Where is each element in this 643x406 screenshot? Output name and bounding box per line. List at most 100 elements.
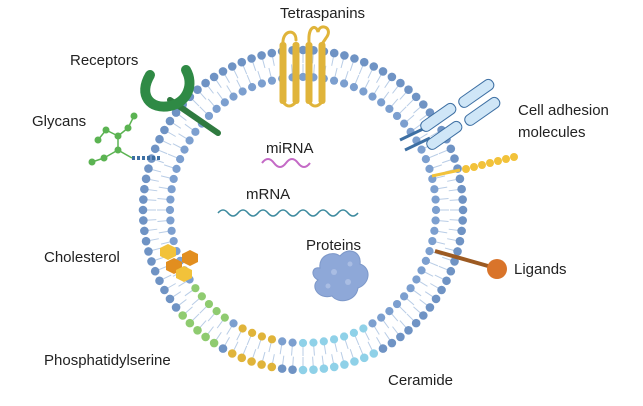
lipid-tail [312,356,314,367]
lipid-head-outer [418,100,428,109]
lipid-tail [236,79,242,90]
lipid-tail [184,123,194,131]
lipid-tail [191,98,200,107]
lipid-tail [216,319,224,329]
lipid-tail [376,337,382,347]
lipid-tail [282,355,285,366]
tetraspanin-helix [279,42,287,104]
lipid-head-outer [431,294,441,304]
lipid-head-outer [237,353,247,363]
lipid-head-outer [329,362,339,372]
lipid-head-inner [229,92,238,101]
lipid-head-outer [309,365,318,374]
lipid-tail [418,280,428,287]
tetraspanins-protein [279,25,330,108]
lipid-tail [199,106,208,115]
lipid-tail [406,297,415,306]
lipid-head-outer [418,311,428,320]
glycans-chain [88,112,160,166]
lipid-head-outer [458,205,468,215]
lipid-head-outer [340,360,349,369]
lipid-head-outer [160,285,169,295]
lipid-tail [442,256,452,261]
lipid-tail [313,345,315,356]
lipid-tail [435,175,446,179]
lipid-head-inner [417,266,426,275]
lipid-tail [166,283,176,289]
lipid-head-inner [220,313,229,322]
lipid-tail [448,228,459,231]
lipid-head-inner [412,275,421,284]
lipid-tail [364,330,370,341]
lipid-head-outer [141,174,151,184]
lipid-head-outer [140,226,149,236]
lipid-tail [199,305,208,314]
lipid-head-inner [180,145,189,154]
lipid-tail [321,355,324,366]
lipid-tail [151,168,162,173]
lipid-tail [160,241,171,245]
mirna-label: miRNA [266,140,314,157]
lipid-tail [419,114,428,121]
lipid-head-inner [309,338,318,347]
lipid-tail [349,61,354,71]
lipid-head-inner [197,292,206,301]
lipid-head-inner [431,216,440,225]
lipid-tail [412,289,422,297]
lipid-tail [406,313,415,322]
lipid-tail [158,186,169,190]
lipid-tail [344,70,349,81]
lipid-head-outer [139,216,148,225]
lipid-head-outer [178,311,188,320]
lipid-head-inner [238,87,247,96]
receptors-label: Receptors [70,52,139,69]
lipid-tail [384,331,391,341]
ligand-bead-chain [431,153,518,178]
lipid-tail [406,114,415,123]
lipid-tail [216,91,224,101]
lipid-tail [207,313,216,322]
lipid-head-inner [212,307,221,316]
lipid-head-outer [340,51,349,60]
lipid-tail [279,344,283,355]
lipid-tail [331,354,335,365]
lipid-head-outer [446,144,456,154]
lipid-head-outer [425,303,435,312]
lipid-tail [419,299,428,306]
lipid-head-outer [442,276,451,286]
lipid-tail [184,306,193,314]
lipid-head-inner [172,164,181,174]
lipid-head-outer [227,62,237,71]
lipid-tail [432,164,443,169]
lipid-head-inner [191,127,200,136]
lipid-tail [191,297,200,306]
lipid-tail [233,68,239,79]
lipid-tail [246,335,252,346]
lipid-head-outer [257,51,266,60]
lipid-head-outer [404,325,413,335]
receptor-protein [140,65,221,136]
lipid-head-inner [349,83,358,92]
lipid-head-outer [457,226,466,236]
lipid-head-outer [160,125,169,135]
lipid-tail [349,349,354,359]
lipid-tail [418,133,428,140]
lipid-tail [438,265,449,271]
lipid-tail [367,341,373,352]
lipid-tail [242,345,248,356]
lipid-head-inner [167,226,176,235]
lipid-tail [413,106,422,114]
lipid-tail [331,55,335,66]
lipid-head-outer [369,349,379,358]
lipid-head-outer [185,318,195,328]
lipid-head-outer [298,45,308,55]
lipid-head-inner [421,256,430,265]
lipid-head-outer [165,116,175,126]
lipid-tail [447,238,458,242]
lipid-tail [191,313,200,322]
lipid-tail [167,153,178,159]
proteins-blob [312,250,369,302]
lipid-head-outer [437,285,446,295]
lipid-head-inner [329,335,339,344]
lipid-head-inner [185,136,194,145]
